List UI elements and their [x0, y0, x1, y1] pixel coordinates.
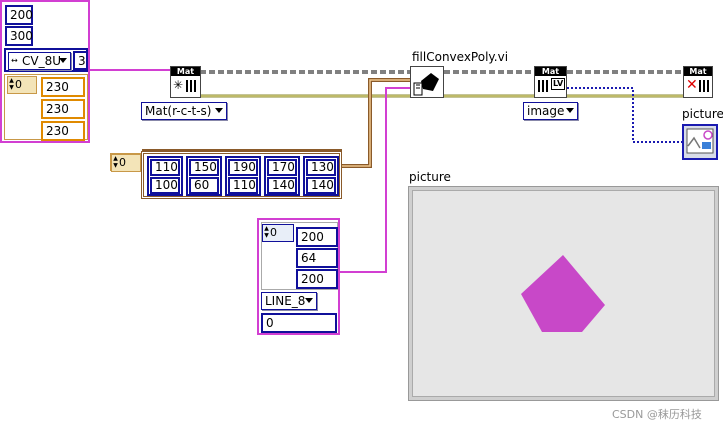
point-1: 150 60	[186, 156, 222, 196]
fill-color-1[interactable]: 64	[296, 248, 338, 268]
point-x[interactable]: 130	[306, 159, 336, 176]
point-2: 190 110	[225, 156, 261, 196]
vi-header: Mat	[171, 67, 200, 76]
fill-index[interactable]: ▲▼0	[262, 224, 294, 242]
picture-canvas[interactable]	[412, 190, 715, 397]
mat-create-vi[interactable]: Mat ✳	[170, 66, 201, 98]
point-y[interactable]: 100	[150, 177, 180, 194]
shift-numeric[interactable]: 0	[261, 313, 337, 333]
picture-icon	[686, 128, 714, 154]
picture-terminal[interactable]	[682, 124, 718, 160]
points-wire	[342, 78, 410, 168]
fill-vi-label: fillConvexPoly.vi	[412, 50, 509, 64]
point-x[interactable]: 150	[189, 159, 219, 176]
color-value-0[interactable]: 230	[41, 77, 85, 97]
mat-release-vi[interactable]: Mat ✕	[683, 66, 713, 98]
grid-icon	[699, 80, 711, 92]
grid-icon	[538, 80, 550, 92]
pentagon-shape	[521, 255, 605, 332]
image-params-cluster[interactable]: 200 300 ↔ CV_8U 3 ▲▼0 230 230 230	[0, 0, 90, 143]
chevron-down-icon	[305, 298, 313, 303]
mat-to-image-vi[interactable]: Mat LV	[534, 66, 567, 98]
fill-color-0[interactable]: 200	[296, 227, 338, 247]
color-array: ▲▼0 230 230 230	[4, 74, 88, 141]
vi-header: Mat	[684, 67, 712, 76]
picture-wire	[567, 87, 683, 143]
spin-icon[interactable]: ▲▼	[264, 225, 269, 239]
close-icon: ✕	[686, 77, 698, 93]
color-value-1[interactable]: 230	[41, 99, 85, 119]
point-y[interactable]: 110	[228, 177, 258, 194]
rows-numeric[interactable]: 200	[5, 5, 33, 25]
spin-icon[interactable]: ▲▼	[113, 155, 118, 169]
point-y[interactable]: 140	[267, 177, 297, 194]
point-4: 130 140	[303, 156, 339, 196]
point-0: 110 100	[147, 156, 183, 196]
points-frame-outer: 110 100 150 60 190 110 170 140 130 140	[141, 151, 342, 199]
chevron-down-icon	[215, 108, 223, 113]
grid-icon	[186, 80, 198, 92]
points-wire-core	[342, 79, 410, 167]
color-value-2[interactable]: 230	[41, 121, 85, 141]
point-x[interactable]: 110	[150, 159, 180, 176]
points-index-box[interactable]: ▲▼0	[111, 154, 141, 172]
point-x[interactable]: 170	[267, 159, 297, 176]
vi-header: Mat	[535, 67, 566, 76]
fill-wire	[340, 87, 410, 273]
point-y[interactable]: 60	[189, 177, 219, 194]
type-row: ↔ CV_8U 3	[4, 48, 88, 72]
fill-color-array: ▲▼0 200 64 200	[261, 222, 338, 290]
spin-icon[interactable]: ▲▼	[9, 77, 14, 91]
picture-terminal-label: picture	[682, 107, 723, 121]
point-3: 170 140	[264, 156, 300, 196]
type-ring[interactable]: ↔ CV_8U	[8, 52, 71, 70]
ring-arrows-icon: ↔	[11, 56, 18, 65]
polygon-brush-icon	[413, 73, 439, 96]
lv-badge: LV	[551, 78, 566, 90]
output-selector[interactable]: image	[523, 102, 578, 120]
fill-params-cluster[interactable]: ▲▼0 200 64 200 LINE_8 0	[257, 218, 340, 335]
chevron-down-icon	[566, 108, 574, 113]
chevron-down-icon	[59, 58, 67, 63]
cols-numeric[interactable]: 300	[5, 26, 33, 46]
array-index[interactable]: ▲▼0	[7, 76, 37, 94]
constructor-selector[interactable]: Mat(r-c-t-s)	[141, 102, 227, 120]
fill-color-2[interactable]: 200	[296, 269, 338, 289]
sun-icon: ✳	[173, 78, 184, 92]
channels-numeric[interactable]: 3	[73, 51, 88, 70]
point-x[interactable]: 190	[228, 159, 258, 176]
point-y[interactable]: 140	[306, 177, 336, 194]
line-type-ring[interactable]: LINE_8	[261, 292, 317, 310]
picture-indicator-label: picture	[409, 170, 451, 184]
fill-convex-poly-vi[interactable]	[410, 66, 444, 98]
picture-indicator[interactable]	[408, 186, 719, 401]
watermark: CSDN @秣历科技	[612, 408, 702, 421]
